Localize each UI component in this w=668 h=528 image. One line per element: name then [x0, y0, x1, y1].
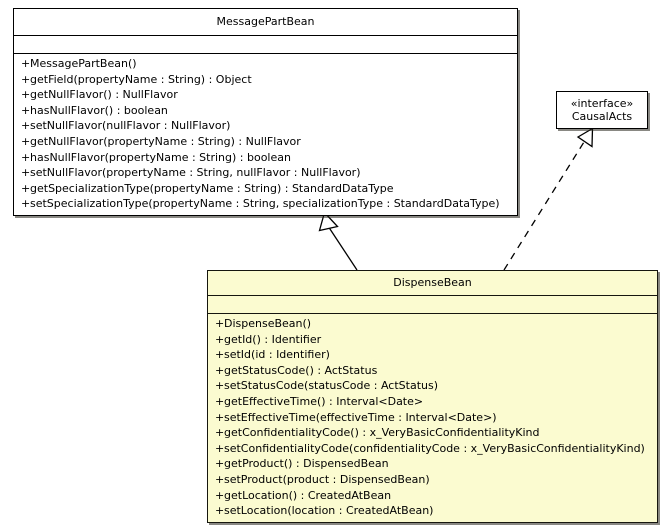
- class-title-dispensebean: DispenseBean: [393, 276, 472, 289]
- method-visibility: +: [215, 332, 225, 346]
- method-signature: setId(id : Identifier): [224, 348, 330, 362]
- method-row: +setSpecializationType(propertyName : St…: [14, 196, 517, 212]
- method-row: +setConfidentialityCode(confidentialityC…: [208, 441, 657, 457]
- method-row: +hasNullFlavor(propertyName : String) : …: [14, 150, 517, 166]
- method-signature: getSpecializationType(propertyName : Str…: [30, 181, 394, 195]
- method-row: +setLocation(location : CreatedAtBean): [208, 503, 657, 519]
- method-row: +getNullFlavor() : NullFlavor: [14, 87, 517, 103]
- method-row: +getSpecializationType(propertyName : St…: [14, 181, 517, 197]
- method-signature: setSpecializationType(propertyName : Str…: [30, 197, 500, 211]
- method-row: +setNullFlavor(nullFlavor : NullFlavor): [14, 118, 517, 134]
- method-visibility: +: [215, 317, 225, 330]
- method-row: +setNullFlavor(propertyName : String, nu…: [14, 165, 517, 181]
- method-signature: setStatusCode(statusCode : ActStatus): [224, 379, 439, 393]
- method-row: +setProduct(product : DispensedBean): [208, 472, 657, 488]
- method-visibility: +: [21, 166, 31, 180]
- interface-name-label: CausalActs: [571, 110, 633, 123]
- method-signature: getNullFlavor(propertyName : String) : N…: [30, 134, 301, 148]
- method-signature: setNullFlavor(propertyName : String, nul…: [30, 166, 361, 180]
- method-row: +getId() : Identifier: [208, 332, 657, 348]
- method-visibility: +: [215, 363, 225, 377]
- realization-triangle-head: [576, 127, 594, 148]
- method-visibility: +: [21, 103, 31, 117]
- method-row: +MessagePartBean(): [14, 56, 517, 72]
- method-signature: hasNullFlavor() : boolean: [30, 103, 168, 117]
- method-visibility: +: [21, 134, 31, 148]
- method-row: +hasNullFlavor() : boolean: [14, 103, 517, 119]
- method-signature: DispenseBean(): [224, 317, 312, 330]
- method-visibility: +: [21, 88, 31, 102]
- method-visibility: +: [215, 504, 225, 518]
- method-row: +getProduct() : DispensedBean: [208, 456, 657, 472]
- method-visibility: +: [215, 379, 225, 393]
- class-box-causalacts[interactable]: «interface» CausalActs: [556, 91, 648, 129]
- method-signature: getLocation() : CreatedAtBean: [224, 488, 392, 502]
- stereotype-label: «interface»: [570, 97, 634, 110]
- method-signature: getId() : Identifier: [224, 332, 322, 346]
- method-visibility: +: [21, 72, 31, 86]
- method-row: +setEffectiveTime(effectiveTime : Interv…: [208, 410, 657, 426]
- method-row: +getStatusCode() : ActStatus: [208, 363, 657, 379]
- method-signature: getProduct() : DispensedBean: [224, 457, 389, 471]
- method-row: +setId(id : Identifier): [208, 347, 657, 363]
- generalization-line: [327, 225, 358, 271]
- method-visibility: +: [215, 488, 225, 502]
- method-signature: hasNullFlavor(propertyName : String) : b…: [30, 150, 291, 164]
- class-box-dispensebean[interactable]: DispenseBean +DispenseBean() +getId() : …: [207, 270, 658, 523]
- method-visibility: +: [215, 457, 225, 471]
- method-visibility: +: [21, 119, 31, 133]
- class-box-messagepartbean[interactable]: MessagePartBean +MessagePartBean() +getF…: [13, 8, 518, 216]
- method-signature: getNullFlavor() : NullFlavor: [30, 88, 178, 102]
- generalization-arrow-messagepartbean: [318, 211, 358, 271]
- attributes-compartment-messagepartbean: [14, 35, 517, 53]
- class-title-messagepartbean: MessagePartBean: [216, 15, 315, 28]
- method-row: +getLocation() : CreatedAtBean: [208, 488, 657, 504]
- methods-compartment-dispensebean: +DispenseBean() +getId() : Identifier +s…: [208, 313, 657, 522]
- method-visibility: +: [21, 197, 31, 211]
- class-title-causalacts: «interface» CausalActs: [557, 92, 647, 128]
- method-visibility: +: [215, 348, 225, 362]
- method-visibility: +: [215, 394, 225, 408]
- method-row: +getEffectiveTime() : Interval<Date>: [208, 394, 657, 410]
- method-visibility: +: [21, 181, 31, 195]
- method-signature: getConfidentialityCode() : x_VeryBasicCo…: [224, 426, 540, 440]
- method-visibility: +: [215, 441, 225, 455]
- method-signature: getEffectiveTime() : Interval<Date>: [224, 394, 424, 408]
- method-signature: getField(propertyName : String) : Object: [30, 72, 252, 86]
- method-signature: getStatusCode() : ActStatus: [224, 363, 378, 377]
- method-visibility: +: [21, 150, 31, 164]
- method-visibility: +: [215, 426, 225, 440]
- method-signature: MessagePartBean(): [30, 57, 137, 70]
- method-row: +getNullFlavor(propertyName : String) : …: [14, 134, 517, 150]
- method-visibility: +: [215, 410, 225, 424]
- method-signature: setNullFlavor(nullFlavor : NullFlavor): [30, 119, 231, 133]
- method-signature: setConfidentialityCode(confidentialityCo…: [224, 441, 645, 455]
- method-visibility: +: [21, 57, 31, 70]
- method-row: +getField(propertyName : String) : Objec…: [14, 72, 517, 88]
- methods-compartment-messagepartbean: +MessagePartBean() +getField(propertyNam…: [14, 53, 517, 215]
- attributes-compartment-dispensebean: [208, 295, 657, 313]
- method-row: +setStatusCode(statusCode : ActStatus): [208, 378, 657, 394]
- method-row: +DispenseBean(): [208, 316, 657, 332]
- method-signature: setEffectiveTime(effectiveTime : Interva…: [224, 410, 497, 424]
- method-row: +getConfidentialityCode() : x_VeryBasicC…: [208, 425, 657, 441]
- method-signature: setProduct(product : DispensedBean): [224, 472, 430, 486]
- method-signature: setLocation(location : CreatedAtBean): [224, 504, 434, 518]
- method-visibility: +: [215, 472, 225, 486]
